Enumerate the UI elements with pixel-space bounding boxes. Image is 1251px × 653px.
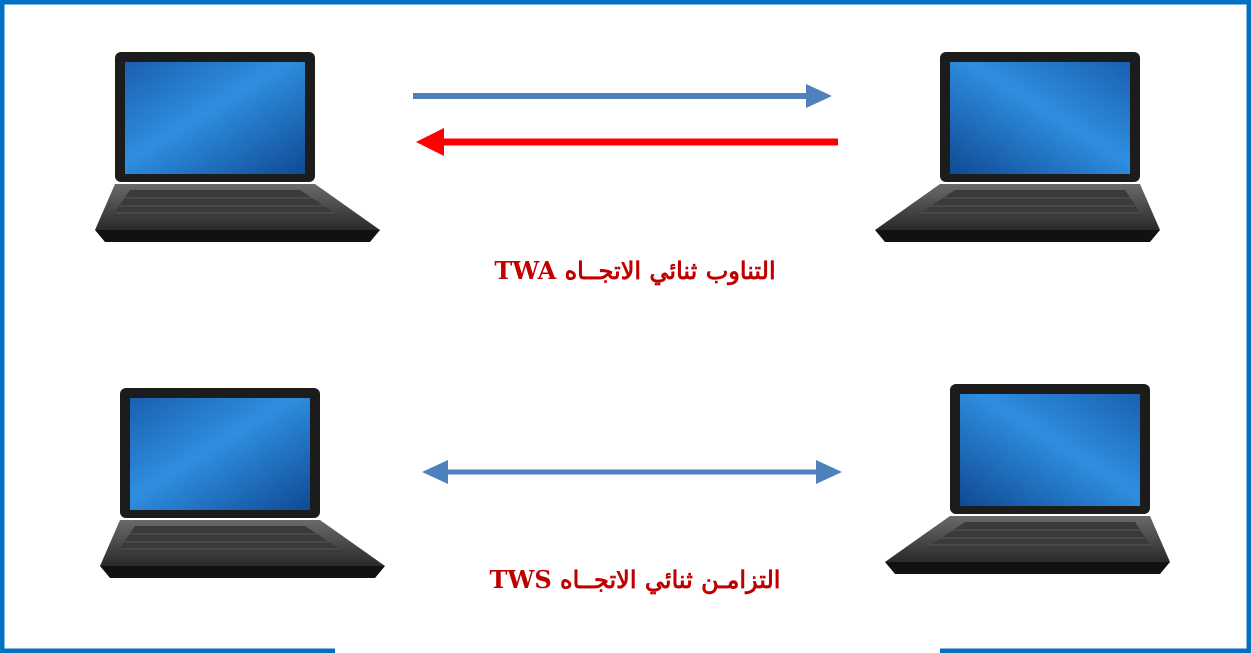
- laptop-icon: [884, 383, 1171, 575]
- arrow-bidirectional-blue: [422, 460, 842, 484]
- laptop-icon: [874, 51, 1161, 243]
- arrow-left-red: [416, 128, 838, 156]
- tws-label: التزامـن ثنائي الاتجــاه TWS: [489, 565, 781, 594]
- laptop-icon: [99, 387, 386, 579]
- arrow-right-blue: [413, 84, 832, 108]
- laptop-icon: [94, 51, 381, 243]
- twa-label: التناوب ثنائي الاتجــاه TWA: [494, 256, 776, 285]
